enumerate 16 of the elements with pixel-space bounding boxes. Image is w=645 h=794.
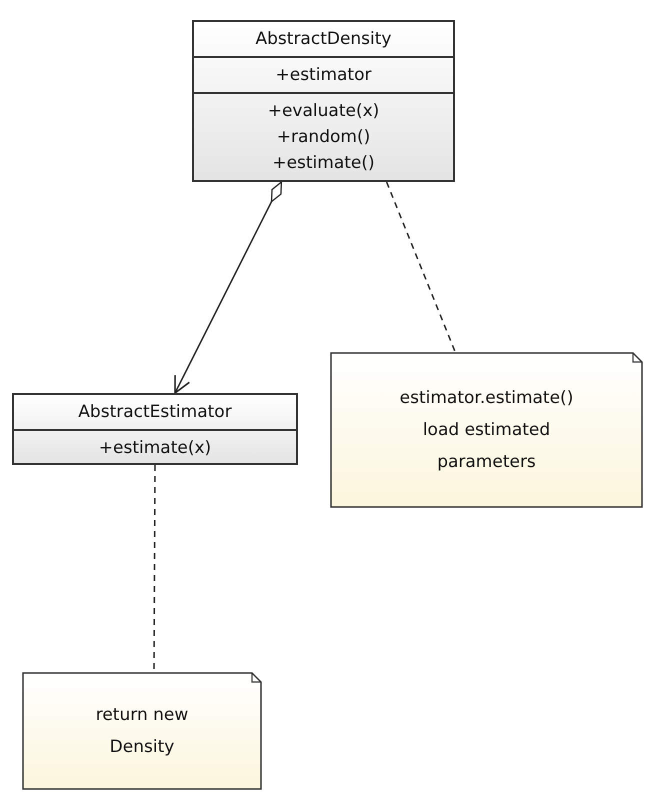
class-box [12, 393, 298, 465]
dashed-connector [153, 465, 156, 672]
method-text: +random() [276, 126, 370, 149]
note-box [22, 672, 262, 790]
method-text: +evaluate(x) [268, 100, 380, 123]
class-name: AbstractDensity [256, 28, 392, 51]
class-name: AbstractEstimator [78, 401, 232, 424]
note-text: estimator.estimate() load estimated parameters [398, 387, 574, 474]
note-box [330, 352, 643, 508]
dashed-connector [386, 182, 456, 352]
method-text: +estimate() [272, 152, 375, 175]
attribute-text: +estimator [276, 64, 372, 87]
class-box [192, 20, 455, 182]
aggregation-arrow [174, 181, 282, 394]
note-text: return new Density [94, 704, 190, 759]
method-text: +estimate(x) [98, 437, 212, 460]
